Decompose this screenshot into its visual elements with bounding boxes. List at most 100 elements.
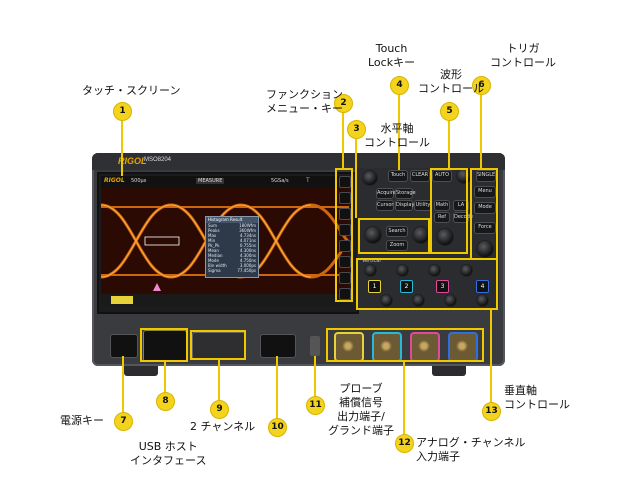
histogram-row-value: 180Wfm: [239, 223, 256, 228]
zoom-key[interactable]: Zoom: [386, 240, 408, 251]
histogram-row-value: 77.450ps: [237, 268, 256, 273]
histogram-row-key: Mean: [208, 248, 219, 253]
label-analog-input: アナログ・チャンネル 入力端子: [416, 436, 526, 463]
leader-13: [490, 310, 492, 402]
label-waveform-control: 波形 コントロール: [418, 68, 484, 95]
ch1-button[interactable]: 1: [368, 280, 381, 293]
screen-toolbar: RIGOL 500μs MEASURE 5GSa/s T: [101, 176, 349, 187]
function-menu-key-8[interactable]: [339, 288, 351, 300]
toolbar-measure[interactable]: MEASURE: [196, 178, 225, 184]
power-key[interactable]: [110, 334, 138, 358]
multipurpose-knob[interactable]: [362, 170, 378, 186]
ch3-input-terminal[interactable]: [410, 332, 440, 362]
label-trigger-control: トリガ コントロール: [490, 42, 556, 69]
storage-key[interactable]: Storage: [395, 188, 416, 199]
usb-frame: [140, 328, 188, 362]
badge-10: 10: [268, 418, 287, 437]
analog-input-frame: [326, 328, 484, 362]
histogram-row-value: 0.755ns: [239, 243, 256, 248]
leader-9: [218, 360, 220, 400]
vertical-section-label: Vertical: [362, 258, 381, 264]
decode-key[interactable]: Decode: [453, 212, 473, 223]
force-key[interactable]: Force: [474, 222, 496, 234]
ch1-scale-knob[interactable]: [380, 294, 393, 307]
leader-1: [121, 118, 123, 176]
touch-lock-key[interactable]: Touch: [388, 170, 408, 182]
function-menu-key-7[interactable]: [339, 272, 351, 284]
histogram-result-row: Pk_Pk 0.755ns: [208, 243, 256, 248]
status-ch1-box[interactable]: [111, 296, 133, 304]
histogram-row-key: Sigma: [208, 268, 221, 273]
trigger-level-knob[interactable]: [476, 240, 494, 258]
function-menu-key-2[interactable]: [339, 192, 351, 204]
toolbar-timebase[interactable]: 500μs: [131, 178, 147, 184]
ch3-position-knob[interactable]: [428, 264, 441, 277]
screen-status-bar: [101, 294, 349, 306]
brand-logo: RIGOL: [118, 156, 147, 166]
histogram-row-key: Peaks: [208, 228, 220, 233]
acquire-key[interactable]: Acquire: [376, 188, 396, 199]
histogram-row-key: Min: [208, 238, 216, 243]
toolbar-samplerate[interactable]: 5GSa/s: [271, 178, 289, 184]
badge-11: 11: [306, 396, 325, 415]
histogram-row-value: 360Wfm: [239, 228, 256, 233]
label-two-channel: 2 チャンネル: [190, 420, 256, 433]
badge-2: 2: [334, 94, 353, 113]
label-touch-lock-key: Touch Lockキー: [368, 42, 416, 69]
leader-12: [403, 362, 405, 436]
ch2-scale-knob[interactable]: [412, 294, 425, 307]
display-key[interactable]: Display: [395, 200, 414, 211]
ch1-input-terminal[interactable]: [334, 332, 364, 362]
histogram-row-value: 3.000ps: [239, 263, 256, 268]
la-key[interactable]: LA: [453, 200, 469, 211]
histogram-row-value: 4.071ns: [239, 238, 256, 243]
leader-11: [314, 356, 316, 396]
probe-comp-terminal[interactable]: [310, 336, 320, 356]
function-menu-frame: [335, 168, 353, 302]
label-vertical-control: 垂直軸 コントロール: [504, 384, 570, 411]
label-horizontal-control: 水平軸 コントロール: [364, 122, 430, 149]
waveform-control-frame: [430, 168, 468, 254]
connector-10[interactable]: [260, 334, 296, 358]
ch2-button[interactable]: 2: [400, 280, 413, 293]
leader-7: [122, 356, 124, 412]
ch4-button[interactable]: 4: [476, 280, 489, 293]
function-menu-key-6[interactable]: [339, 256, 351, 268]
clear-key[interactable]: CLEAR: [410, 170, 430, 182]
vertical-control-frame: [356, 258, 498, 310]
histogram-result-title: Histogram Result: [206, 217, 258, 223]
function-menu-key-5[interactable]: [339, 240, 351, 252]
ch2-input-terminal[interactable]: [372, 332, 402, 362]
cursor-key[interactable]: Cursor: [376, 200, 394, 211]
function-menu-key-4[interactable]: [339, 224, 351, 236]
label-usb-host: USB ホスト インタフェース: [130, 440, 207, 467]
horizontal-position-knob[interactable]: [364, 226, 382, 244]
ch4-scale-knob[interactable]: [476, 294, 489, 307]
ch2-position-knob[interactable]: [396, 264, 409, 277]
ch4-position-knob[interactable]: [460, 264, 473, 277]
histogram-row-key: Pk_Pk: [208, 243, 220, 248]
ch3-scale-knob[interactable]: [444, 294, 457, 307]
histogram-row-value: 4.734ns: [239, 233, 256, 238]
badge-9: 9: [210, 400, 229, 419]
leader-6: [480, 92, 482, 168]
waveform-knob-2[interactable]: [436, 228, 454, 246]
badge-13: 13: [482, 402, 501, 421]
mode-key[interactable]: Mode: [474, 202, 496, 214]
badge-1: 1: [113, 102, 132, 121]
menu-key[interactable]: Menu: [474, 186, 496, 198]
search-key[interactable]: Search: [386, 226, 408, 237]
math-key[interactable]: Math: [434, 200, 450, 211]
auto-key[interactable]: AUTO: [432, 170, 452, 182]
touch-screen[interactable]: RIGOL 500μs MEASURE 5GSa/s T Histogram R…: [101, 176, 349, 306]
ch1-position-knob[interactable]: [364, 264, 377, 277]
single-key[interactable]: SINGLE: [476, 170, 496, 182]
toolbar-trigger[interactable]: T: [306, 177, 310, 184]
function-menu-key-3[interactable]: [339, 208, 351, 220]
ch3-button[interactable]: 3: [436, 280, 449, 293]
function-menu-key-1[interactable]: [339, 176, 351, 188]
ref-key[interactable]: Ref: [434, 212, 450, 223]
histogram-result-row: Peaks 360Wfm: [208, 228, 256, 233]
